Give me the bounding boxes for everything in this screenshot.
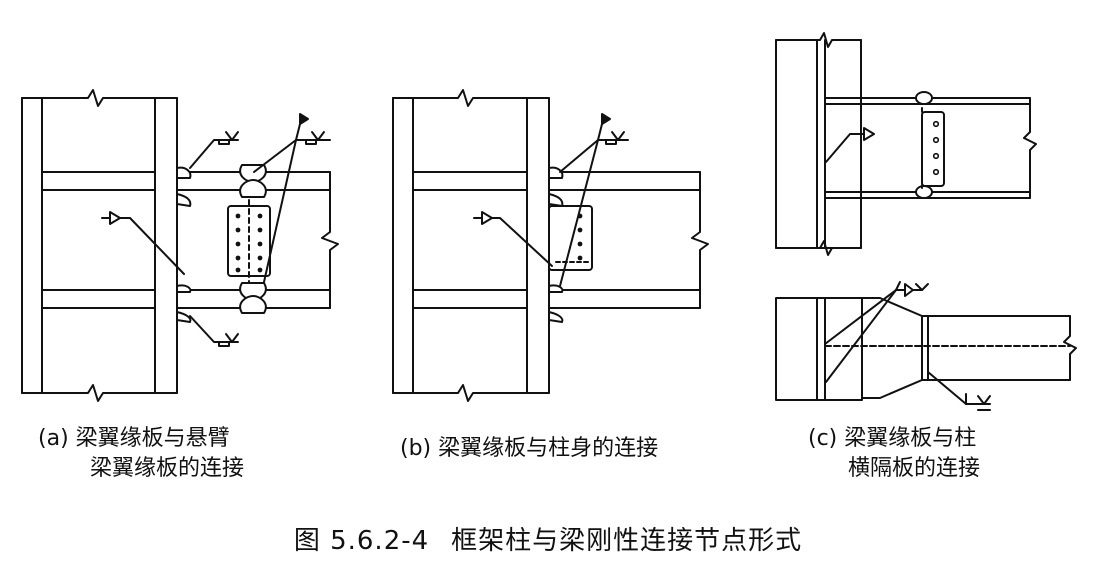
panel-c-elevation — [776, 33, 1036, 255]
caption-c-line1: (c) 梁翼缘板与柱 — [808, 426, 977, 451]
caption-panel-a: (a) 梁翼缘板与悬臂 梁翼缘板的连接 — [38, 424, 244, 484]
caption-a-line1: (a) 梁翼缘板与悬臂 — [38, 426, 230, 451]
panel-c-plan — [776, 282, 1076, 410]
panel-a-drawing — [22, 90, 338, 401]
caption-panel-b: (b) 梁翼缘板与柱身的连接 — [400, 434, 658, 464]
caption-a-line2: 梁翼缘板的连接 — [90, 456, 245, 481]
figure-title-text: 框架柱与梁刚性连接节点形式 — [451, 526, 803, 556]
figure-title: 图 5.6.2-4 框架柱与梁刚性连接节点形式 — [0, 520, 1096, 557]
panel-b-drawing — [393, 90, 708, 401]
figure-number: 图 5.6.2-4 — [293, 526, 430, 556]
caption-c-line2: 横隔板的连接 — [848, 456, 981, 481]
caption-b-line1: (b) 梁翼缘板与柱身的连接 — [400, 436, 659, 461]
caption-panel-c: (c) 梁翼缘板与柱 横隔板的连接 — [808, 424, 980, 484]
